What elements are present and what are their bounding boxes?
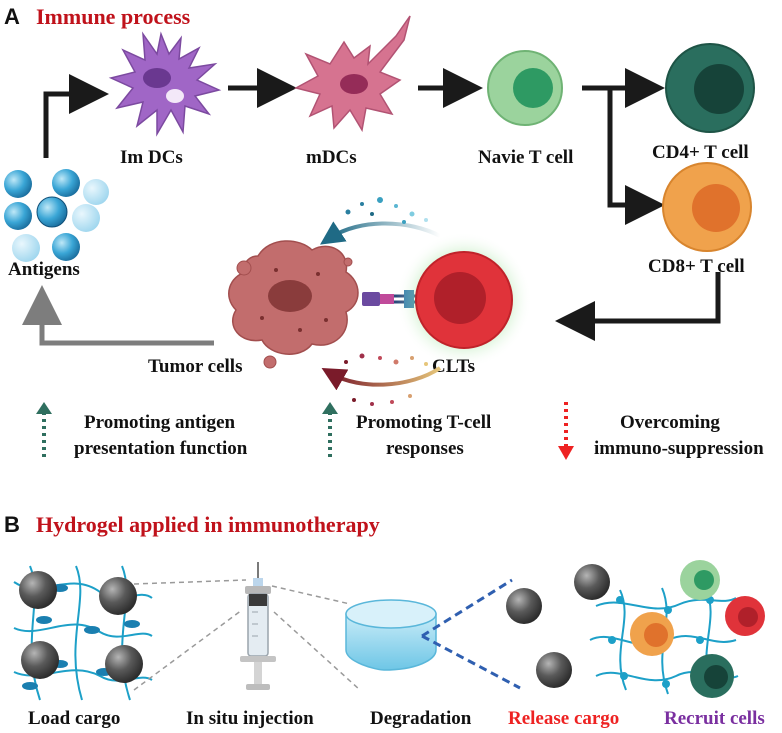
cd8-t-cell-icon: [662, 162, 752, 252]
mdcs-label: mDCs: [306, 147, 357, 168]
legend-2-line1: Promoting T-cell: [356, 412, 491, 433]
arrow-naive-to-cd8: [607, 88, 665, 225]
legend-2-line2: responses: [386, 438, 464, 459]
release-cargo-label: Release cargo: [508, 708, 619, 729]
panel-b-letter: B: [4, 512, 20, 537]
arrow-tumor-to-antigens: [22, 285, 214, 346]
arrow-antigens-to-imdc: [43, 74, 109, 158]
im-dcs-label: Im DCs: [120, 147, 183, 168]
flow-arrows: [43, 68, 721, 341]
degradation-gel-icon: [345, 599, 437, 671]
naive-t-cell-icon: [487, 50, 563, 126]
cd4-t-cell-icon: [665, 43, 755, 133]
panel-a-title: Immune process: [36, 4, 191, 29]
load-cargo-label: Load cargo: [28, 708, 120, 729]
arc-top: [320, 197, 441, 245]
antigens-icon: [4, 169, 109, 262]
clt-cell-icon: [396, 232, 532, 368]
legend-promoting-tcell: Promoting T-cell responses: [322, 402, 491, 459]
mature-dendritic-cell-icon: [293, 15, 411, 133]
legend-promoting-antigen: Promoting antigen presentation function: [36, 402, 248, 459]
legend-3-line2: immuno-suppression: [594, 438, 764, 459]
legend-1-line2: presentation function: [74, 438, 248, 459]
in-situ-injection-label: In situ injection: [186, 708, 314, 729]
cd4-t-cell-label: CD4+ T cell: [652, 142, 749, 163]
legend-3-line1: Overcoming: [620, 412, 720, 433]
immature-dendritic-cell-icon: [108, 31, 222, 137]
legend-overcoming: Overcoming immuno-suppression: [558, 402, 764, 460]
cd8-t-cell-label: CD8+ T cell: [648, 256, 745, 277]
antigens-label: Antigens: [8, 259, 80, 280]
clts-label: CLTs: [432, 356, 475, 377]
guide-lines: [133, 579, 361, 691]
load-cargo-hydrogel-icon: [13, 565, 153, 701]
degradation-burst-lines: [421, 578, 521, 690]
legend-1-line1: Promoting antigen: [84, 412, 236, 433]
arrow-cd8-to-clt: [555, 272, 721, 341]
released-cargo-icon: [506, 564, 610, 688]
panel-b: B Hydrogel applied in immunotherapy: [4, 512, 765, 729]
panel-a-letter: A: [4, 4, 20, 29]
naive-t-cell-label: Navie T cell: [478, 147, 573, 168]
tumor-cell-icon: [228, 240, 359, 369]
panel-b-title: Hydrogel applied in immunotherapy: [36, 512, 380, 537]
degradation-label: Degradation: [370, 708, 472, 729]
recruit-cells-network-icon: [589, 560, 765, 698]
arc-bottom: [321, 353, 442, 406]
tumor-cells-label: Tumor cells: [148, 356, 242, 377]
syringe-icon: [240, 562, 276, 690]
recruit-cells-label: Recruit cells: [664, 708, 765, 729]
panel-a: A Immune process Im DCs mDCs: [4, 4, 764, 460]
